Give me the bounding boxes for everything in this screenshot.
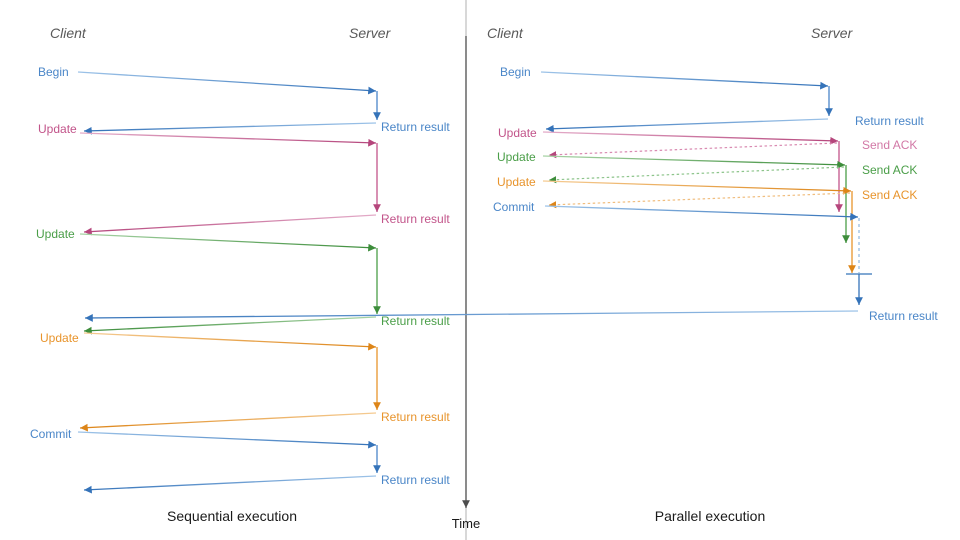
- left-header-client: Client: [50, 25, 87, 41]
- left-arrow-update3-return: [79, 412, 377, 432]
- right-client-label-update-1: Update: [498, 126, 537, 140]
- right-arrow-update1-ack: [548, 142, 838, 159]
- right-client-label-update-3: Update: [497, 175, 536, 189]
- right-arrow-update2-ack: [548, 166, 845, 184]
- right-arrow-commit-return: [84, 310, 859, 322]
- left-client-label-update-2: Update: [36, 227, 75, 241]
- left-server-label-return-3: Return result: [381, 314, 450, 328]
- left-arrow-begin-request: [77, 71, 377, 95]
- right-arrow-begin-request: [540, 71, 829, 90]
- right-arrow-update1-request: [542, 131, 839, 145]
- right-arrow-commit-request: [544, 205, 859, 221]
- left-client-label-commit: Commit: [30, 427, 72, 441]
- right-arrow-update2-request: [542, 155, 846, 169]
- right-arrow-update3-request: [542, 180, 852, 195]
- left-client-label-update-1: Update: [38, 122, 77, 136]
- left-client-label-begin: Begin: [38, 65, 69, 79]
- left-server-label-return-4: Return result: [381, 410, 450, 424]
- left-server-label-return-2: Return result: [381, 212, 450, 226]
- right-client-label-begin: Begin: [500, 65, 531, 79]
- left-arrow-commit-request: [77, 431, 377, 449]
- left-arrow-update3-request: [83, 332, 377, 351]
- right-server-label-ack-2: Send ACK: [862, 163, 917, 177]
- right-server-label-ack-1: Send ACK: [862, 138, 917, 152]
- left-arrow-update2-request: [79, 233, 377, 252]
- right-server-label-return-1: Return result: [855, 114, 924, 128]
- right-arrow-begin-return: [545, 118, 829, 133]
- left-arrow-update2-return: [83, 316, 377, 335]
- right-panel-caption: Parallel execution: [655, 508, 766, 524]
- left-server-label-return-5: Return result: [381, 473, 450, 487]
- left-arrow-begin-return: [83, 122, 377, 135]
- left-header-server: Server: [349, 25, 392, 41]
- right-server-label-ack-3: Send ACK: [862, 188, 917, 202]
- right-client-label-commit: Commit: [493, 200, 535, 214]
- left-panel-caption: Sequential execution: [167, 508, 297, 524]
- left-server-label-return-1: Return result: [381, 120, 450, 134]
- left-arrow-commit-return: [83, 475, 377, 494]
- left-arrow-update1-request: [79, 132, 377, 147]
- left-panel: Client Server Begin Update Update Update…: [30, 25, 450, 524]
- left-arrow-update1-return: [83, 214, 377, 236]
- right-header-client: Client: [487, 25, 524, 41]
- left-client-label-update-3: Update: [40, 331, 79, 345]
- right-header-server: Server: [811, 25, 854, 41]
- right-server-label-return-2: Return result: [869, 309, 938, 323]
- right-panel: Client Server Begin Update Update Update: [84, 25, 938, 524]
- time-axis-label: Time: [452, 516, 480, 531]
- right-arrow-update3-ack: [548, 192, 851, 209]
- right-client-label-update-2: Update: [497, 150, 536, 164]
